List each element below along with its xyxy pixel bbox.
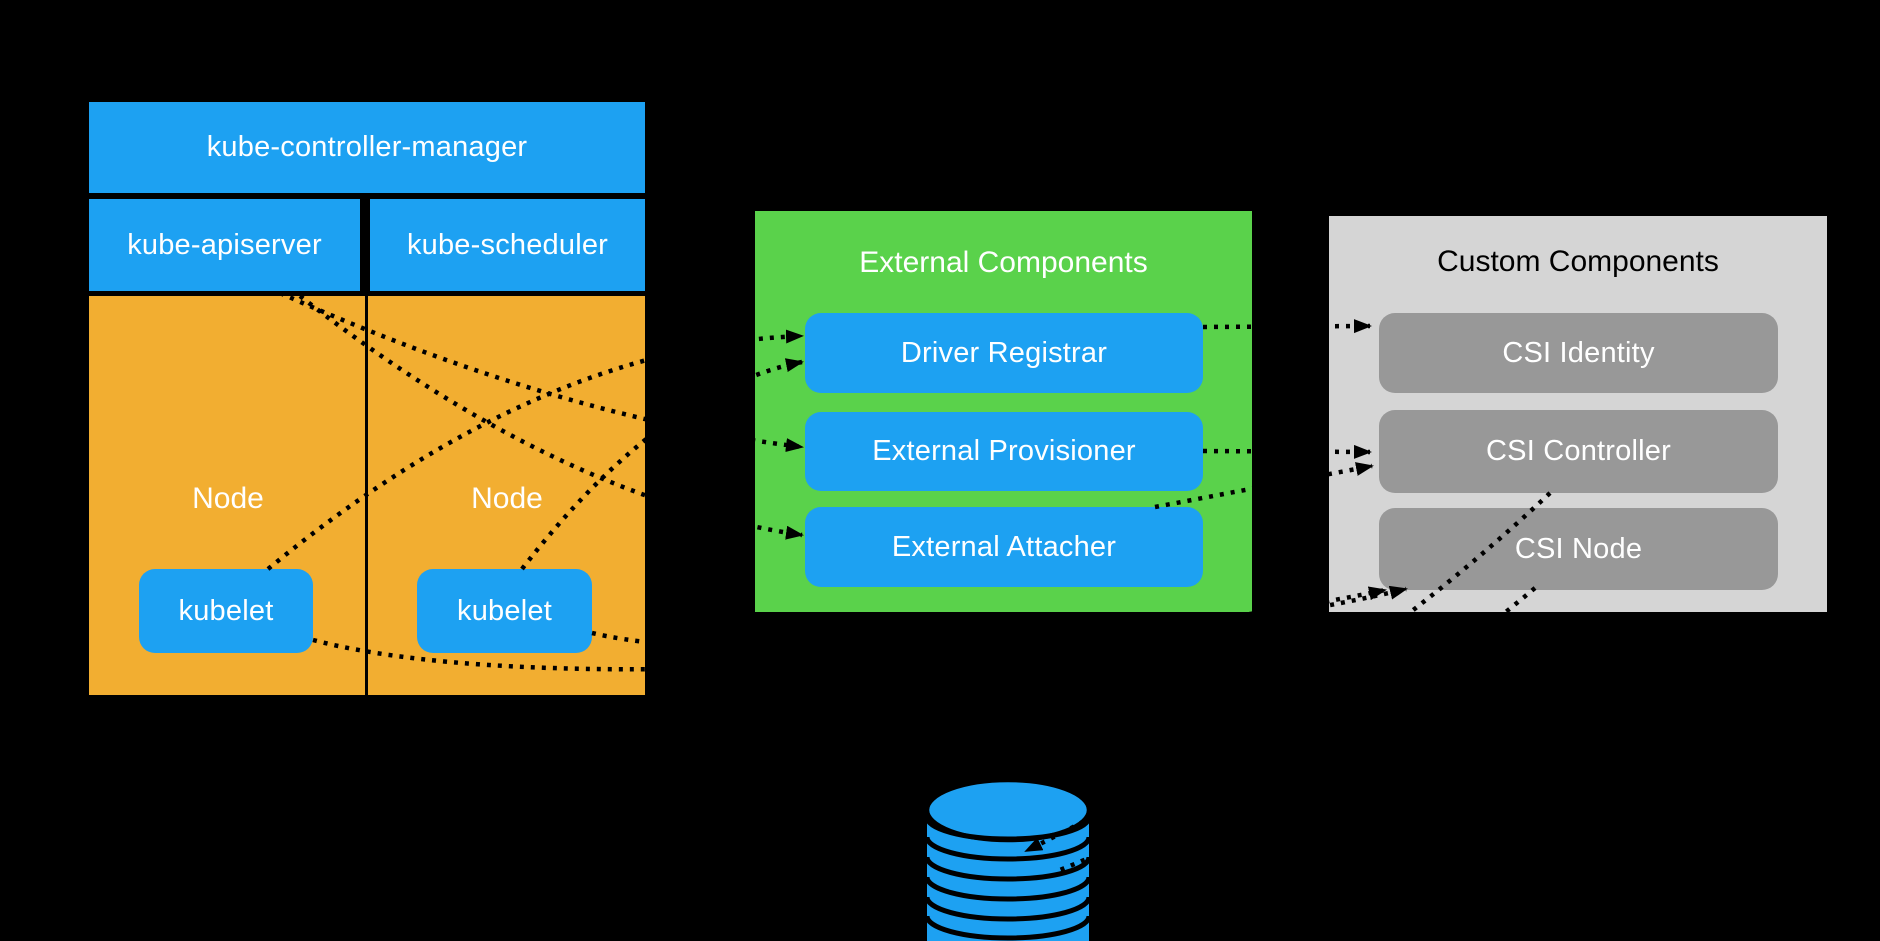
kubelet-box-2: kubelet: [417, 569, 592, 653]
csi-identity-box: CSI Identity: [1379, 313, 1778, 393]
csi-node-label: CSI Node: [1514, 532, 1643, 565]
csi-identity-label: CSI Identity: [1502, 336, 1655, 369]
driver-registrar-label: Driver Registrar: [900, 336, 1108, 369]
csi-controller-box: CSI Controller: [1379, 410, 1778, 493]
node-label-2: Node: [471, 482, 543, 515]
driver-registrar-box: Driver Registrar: [805, 313, 1203, 393]
external-attacher-box: External Attacher: [805, 507, 1203, 587]
wire-csi-node-to-storage: [1059, 586, 1537, 873]
kubelet-label-2: kubelet: [457, 594, 552, 627]
csi-controller-label: CSI Controller: [1486, 435, 1671, 467]
external-provisioner-label: External Provisioner: [872, 435, 1136, 467]
kube-scheduler-label: kube-scheduler: [406, 228, 609, 261]
kube-controller-manager-label: kube-controller-manager: [206, 131, 528, 163]
custom-components-title: Custom Components: [1437, 245, 1719, 278]
kubelet-box-1: kubelet: [139, 569, 313, 653]
kube-apiserver-label: kube-apiserver: [127, 228, 322, 261]
node-label-1: Node: [192, 482, 264, 515]
kube-scheduler-box: kube-scheduler: [370, 199, 645, 291]
external-attacher-label: External Attacher: [891, 530, 1117, 563]
external-components-title: External Components: [859, 246, 1148, 279]
kube-apiserver-box: kube-apiserver: [89, 199, 360, 291]
kubelet-label-1: kubelet: [178, 594, 274, 627]
csi-node-box: CSI Node: [1379, 508, 1778, 590]
external-provisioner-box: External Provisioner: [805, 412, 1203, 491]
database-cylinder-icon: [924, 777, 1092, 941]
kube-controller-manager-box: kube-controller-manager: [89, 102, 645, 193]
